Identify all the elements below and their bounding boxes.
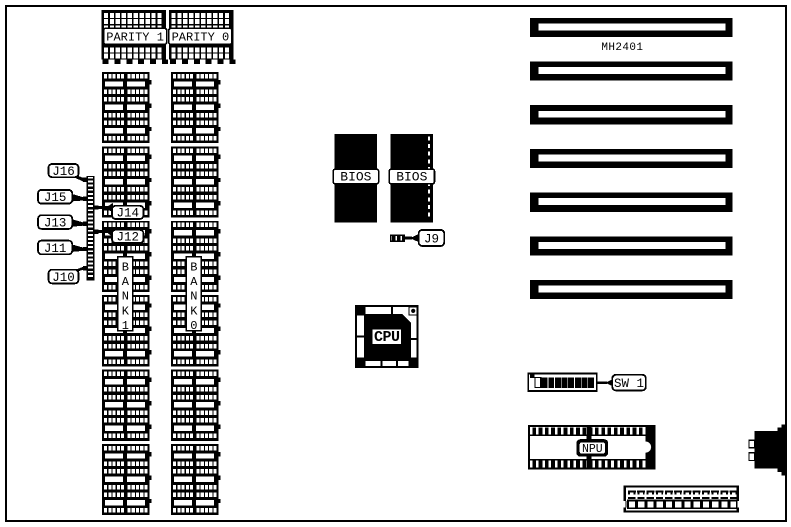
- svg-text:SW 1: SW 1: [614, 377, 644, 391]
- svg-text:J10: J10: [52, 271, 75, 285]
- svg-text:MH2401: MH2401: [601, 42, 643, 54]
- svg-text:CPU: CPU: [374, 329, 400, 346]
- svg-text:J13: J13: [44, 216, 67, 230]
- svg-text:PARITY 1: PARITY 1: [106, 31, 164, 45]
- svg-text:BIOS: BIOS: [396, 170, 427, 185]
- svg-text:J11: J11: [44, 242, 67, 256]
- svg-text:PARITY 0: PARITY 0: [172, 31, 230, 45]
- svg-text:B: B: [122, 261, 129, 275]
- svg-text:N: N: [190, 290, 197, 304]
- svg-text:K: K: [190, 304, 198, 318]
- svg-text:N: N: [122, 290, 129, 304]
- svg-text:BIOS: BIOS: [340, 170, 371, 185]
- svg-text:1: 1: [122, 319, 129, 333]
- svg-text:J14: J14: [116, 207, 139, 221]
- svg-text:K: K: [122, 304, 130, 318]
- svg-text:A: A: [190, 275, 198, 289]
- svg-text:A: A: [122, 275, 130, 289]
- svg-text:B: B: [190, 261, 197, 275]
- svg-text:J15: J15: [44, 191, 67, 205]
- svg-text:NPU: NPU: [582, 443, 603, 456]
- svg-text:J16: J16: [52, 165, 75, 179]
- svg-text:J12: J12: [116, 231, 139, 245]
- svg-text:J9: J9: [424, 232, 439, 246]
- svg-text:0: 0: [190, 319, 197, 333]
